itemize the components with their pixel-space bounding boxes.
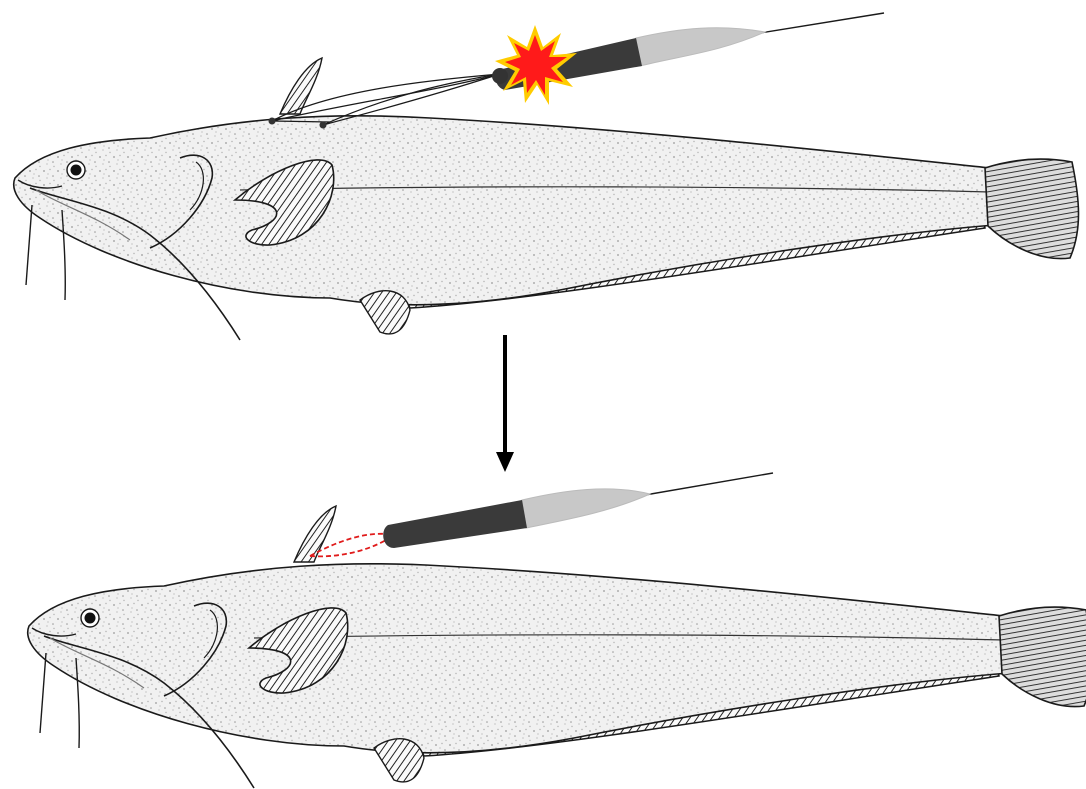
tag-float [636, 28, 765, 66]
panel-before [14, 13, 1079, 340]
anchor-point-1 [269, 118, 276, 125]
catfish-before [14, 58, 1079, 340]
arrow-down-icon [496, 335, 514, 472]
dart-tag-after [383, 473, 773, 548]
anchor-point-2 [320, 122, 327, 129]
panel-after [28, 473, 1086, 788]
tag-body [383, 500, 527, 548]
tag-antenna [760, 13, 884, 33]
catfish-after [28, 506, 1086, 788]
tag-antenna [645, 473, 773, 495]
tag-knob [492, 68, 508, 84]
tag-float [522, 489, 650, 528]
